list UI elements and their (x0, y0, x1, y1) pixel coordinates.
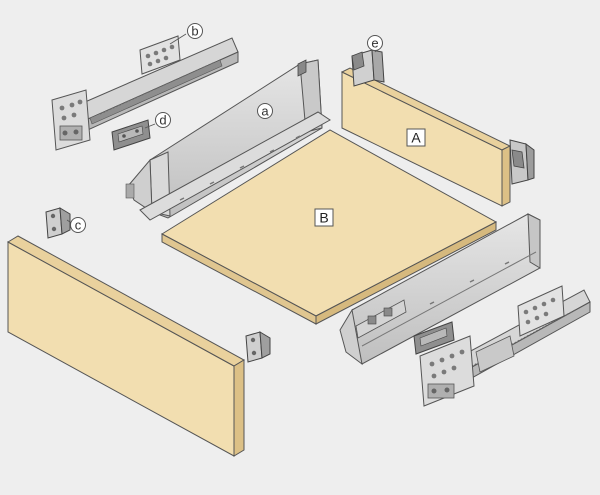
panel-a-text: A (411, 130, 421, 146)
callout-d-label: d (159, 113, 166, 128)
callout-d: d (144, 112, 171, 129)
callout-b-label: b (191, 24, 198, 39)
runner-left (51, 35, 239, 151)
coupling-left (111, 119, 151, 151)
front-bracket-right (245, 331, 271, 363)
callout-a-label: a (261, 104, 269, 119)
panel-b-text: B (319, 210, 328, 226)
callout-b: b (169, 23, 203, 45)
callout-c: c (66, 217, 86, 233)
panel-label-b: B (314, 208, 334, 227)
callout-e: e (367, 35, 383, 53)
drawer-side-left (125, 59, 331, 221)
coupling-right (413, 321, 455, 355)
callout-a: a (257, 103, 273, 119)
callout-e-label: e (371, 36, 378, 51)
panel-label-a: A (406, 128, 426, 147)
back-bracket-left (351, 49, 385, 87)
runner-right (419, 285, 591, 407)
drawer-side-right (339, 213, 541, 366)
front-panel (6, 235, 246, 457)
front-bracket-left (45, 207, 71, 239)
callout-c-label: c (75, 218, 82, 233)
back-bracket-right (509, 139, 535, 185)
